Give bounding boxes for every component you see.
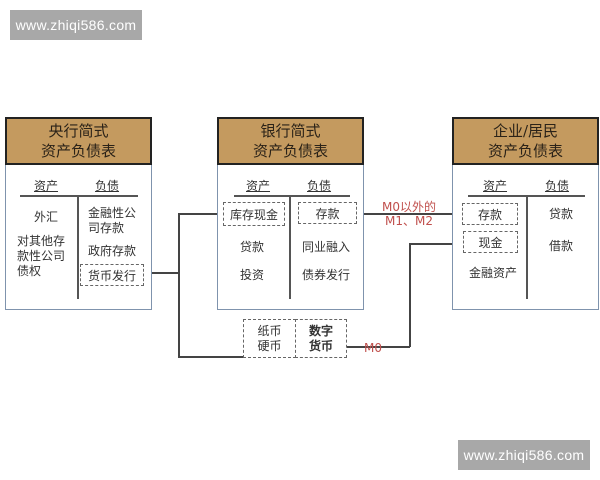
connector-issuance-out — [143, 272, 179, 274]
digital-label-2: 货币 — [308, 338, 333, 353]
m1-m2-label: M0以外的 M1、M2 — [378, 200, 440, 228]
central-bank-asset-claims-3: 债权 — [17, 264, 42, 278]
enterprise-vline — [526, 195, 528, 299]
enterprise-assets-label: 资产 — [483, 179, 508, 193]
enterprise-sheet: 企业/居民 资产负债表 资产 负债 存款 现金 金融资产 贷款 借款 — [452, 117, 599, 310]
connector-trunk — [178, 213, 180, 357]
bank-vline — [289, 195, 291, 299]
enterprise-liab-loans: 贷款 — [549, 207, 574, 221]
central-bank-title-1: 央行简式 — [48, 122, 109, 140]
connector-cash-down — [409, 243, 411, 347]
enterprise-financial-assets: 金融资产 — [469, 266, 518, 280]
m1-m2-label-line2: M1、M2 — [385, 214, 433, 228]
watermark-bottom: www.zhiqi586.com — [458, 440, 590, 470]
central-bank-title-2: 资产负债表 — [40, 142, 116, 160]
central-bank-asset-claims-1: 对其他存 — [17, 234, 66, 248]
central-bank-header: 央行简式 资产负债表 — [5, 117, 152, 165]
central-bank-liab-fin-2: 司存款 — [88, 221, 125, 235]
bank-sheet: 银行简式 资产负债表 资产 负债 库存现金 贷款 投资 存款 同业融入 债券发行 — [217, 117, 364, 310]
bank-liab-interbank: 同业融入 — [302, 240, 351, 254]
central-bank-asset-fx: 外汇 — [34, 210, 59, 224]
central-bank-assets-label: 资产 — [34, 179, 59, 193]
central-bank-asset-claims-2: 款性公司 — [17, 249, 66, 263]
digital-label-1: 数字 — [308, 323, 333, 338]
bank-header: 银行简式 资产负债表 — [217, 117, 364, 165]
bank-liab-bonds: 债券发行 — [302, 268, 351, 282]
m0-label: M0 — [364, 341, 382, 355]
bank-hline — [234, 195, 350, 197]
enterprise-liabilities-label: 负债 — [545, 179, 570, 193]
bank-asset-loans: 贷款 — [240, 240, 265, 254]
enterprise-liab-borrowings: 借款 — [549, 239, 574, 253]
watermark-top: www.zhiqi586.com — [10, 10, 142, 40]
paper-money-label: 纸币 — [257, 323, 282, 338]
connector-to-cash-box — [178, 356, 244, 358]
central-bank-vline — [77, 195, 79, 299]
bank-assets-label: 资产 — [246, 179, 271, 193]
bank-deposits-box: 存款 — [298, 202, 357, 224]
central-bank-sheet: 央行简式 资产负债表 资产 负债 外汇 对其他存 款性公司 债权 金融性公 司存… — [5, 117, 152, 310]
enterprise-title-2: 资产负债表 — [487, 142, 563, 160]
bank-asset-investments: 投资 — [240, 268, 265, 282]
connector-cash-out — [409, 243, 462, 245]
enterprise-title-1: 企业/居民 — [492, 122, 559, 140]
paper-coin-box: 纸币 硬币 — [243, 319, 296, 358]
enterprise-header: 企业/居民 资产负债表 — [452, 117, 599, 165]
currency-issuance-box: 货币发行 — [80, 264, 144, 286]
vault-cash-box: 库存现金 — [223, 202, 285, 226]
bank-liabilities-label: 负债 — [307, 179, 332, 193]
bank-title-2: 资产负债表 — [252, 142, 328, 160]
bank-title-1: 银行简式 — [260, 122, 321, 140]
m1-m2-label-line1: M0以外的 — [382, 200, 436, 214]
connector-to-vault-cash — [178, 213, 223, 215]
coin-label: 硬币 — [257, 338, 282, 353]
connector-deposits — [356, 213, 462, 215]
enterprise-deposits-box: 存款 — [462, 203, 518, 225]
central-bank-liab-gov: 政府存款 — [88, 244, 137, 258]
digital-currency-box: 数字 货币 — [295, 319, 347, 358]
connector-to-digital-box — [346, 346, 410, 348]
central-bank-hline — [20, 195, 138, 197]
enterprise-cash-box: 现金 — [463, 231, 518, 253]
central-bank-liabilities-label: 负债 — [95, 179, 120, 193]
central-bank-liab-fin-1: 金融性公 — [88, 206, 137, 220]
